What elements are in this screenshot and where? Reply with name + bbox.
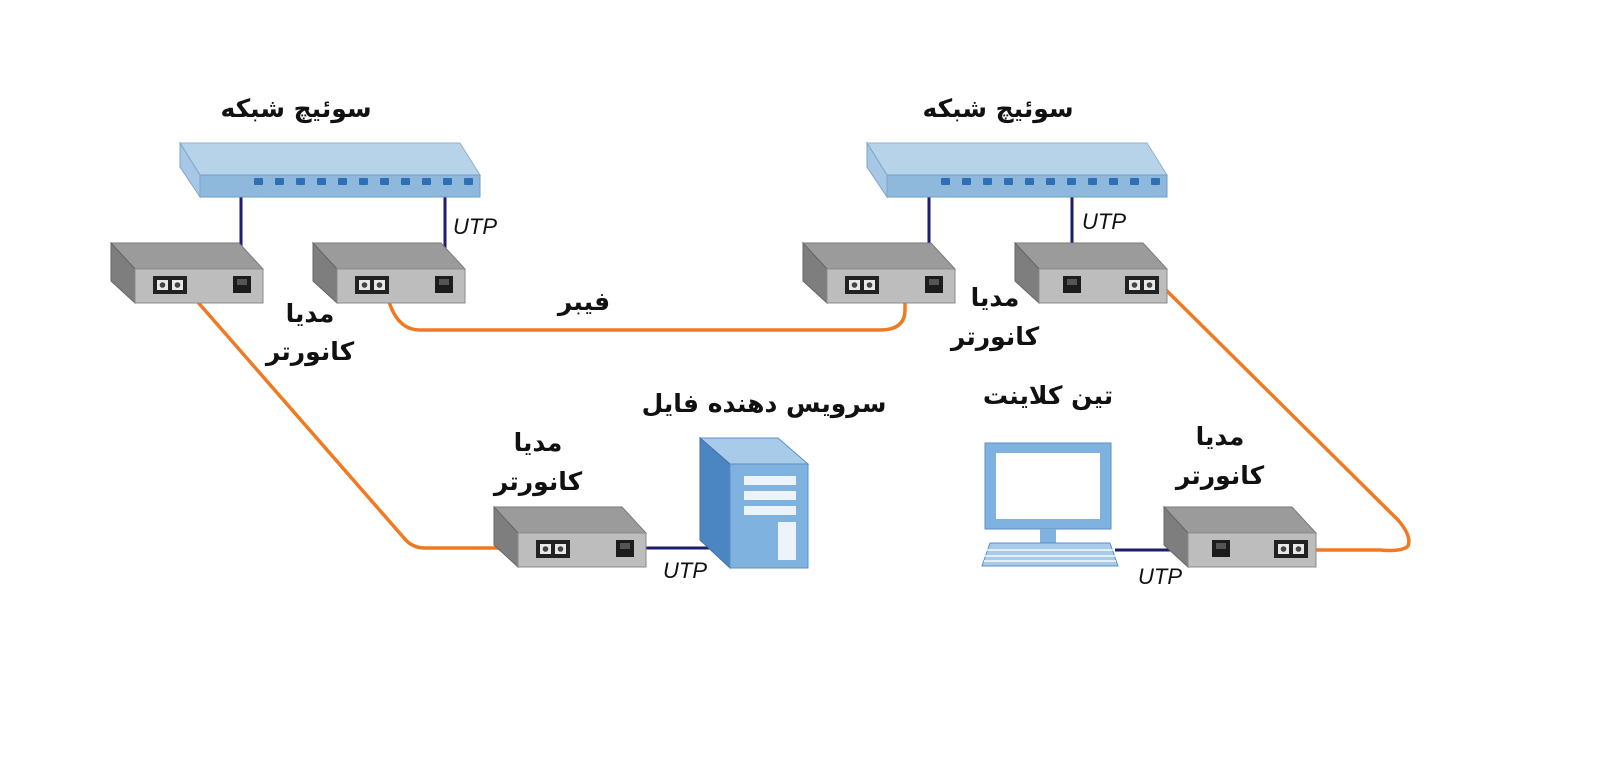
switch-right [866,142,1168,198]
media-converter-icon [1014,242,1168,304]
thin-client-icon [981,442,1119,567]
media-converter-icon [312,242,466,304]
utp-label-server: UTP [663,558,707,583]
media-converter-icon [802,242,956,304]
mc-top-right-label-line2: کانورتر [949,322,1040,352]
mc-top-right-label-line1: مدیا [971,283,1020,312]
mc-bottom-right-label-line1: مدیا [1196,422,1245,451]
mc-bottom-left-label-line1: مدیا [514,428,563,457]
fiber-mc4-to-mc6 [1158,282,1411,553]
media-converter-icon [493,506,647,568]
mc-bottom-right-label-line2: کانورتر [1174,461,1265,491]
media-converter-icon [1163,506,1317,568]
utp-label-client: UTP [1138,564,1182,589]
file-server-icon [698,436,810,570]
switch-left-label: سوئیچ شبکه [220,94,371,124]
media-converter-icon [110,242,264,304]
file-server-label: سرویس دهنده فایل [642,389,887,419]
network-switch-icon [179,142,481,198]
utp-label-left-switch: UTP [453,214,497,239]
mc-top-left-label-line1: مدیا [286,299,335,328]
fiber-mc1-to-mc5 [180,282,544,550]
mc-top-left-label-line2: کانورتر [264,337,355,367]
fiber-label: فیبر [556,287,610,317]
thin-client-label: تین کلاینت [983,381,1113,411]
utp-label-right-switch: UTP [1082,209,1126,234]
network-switch-icon [866,142,1168,198]
switch-left [179,142,481,198]
mc-bottom-left-label-line2: کانورتر [492,467,583,497]
switch-right-label: سوئیچ شبکه [922,94,1073,124]
